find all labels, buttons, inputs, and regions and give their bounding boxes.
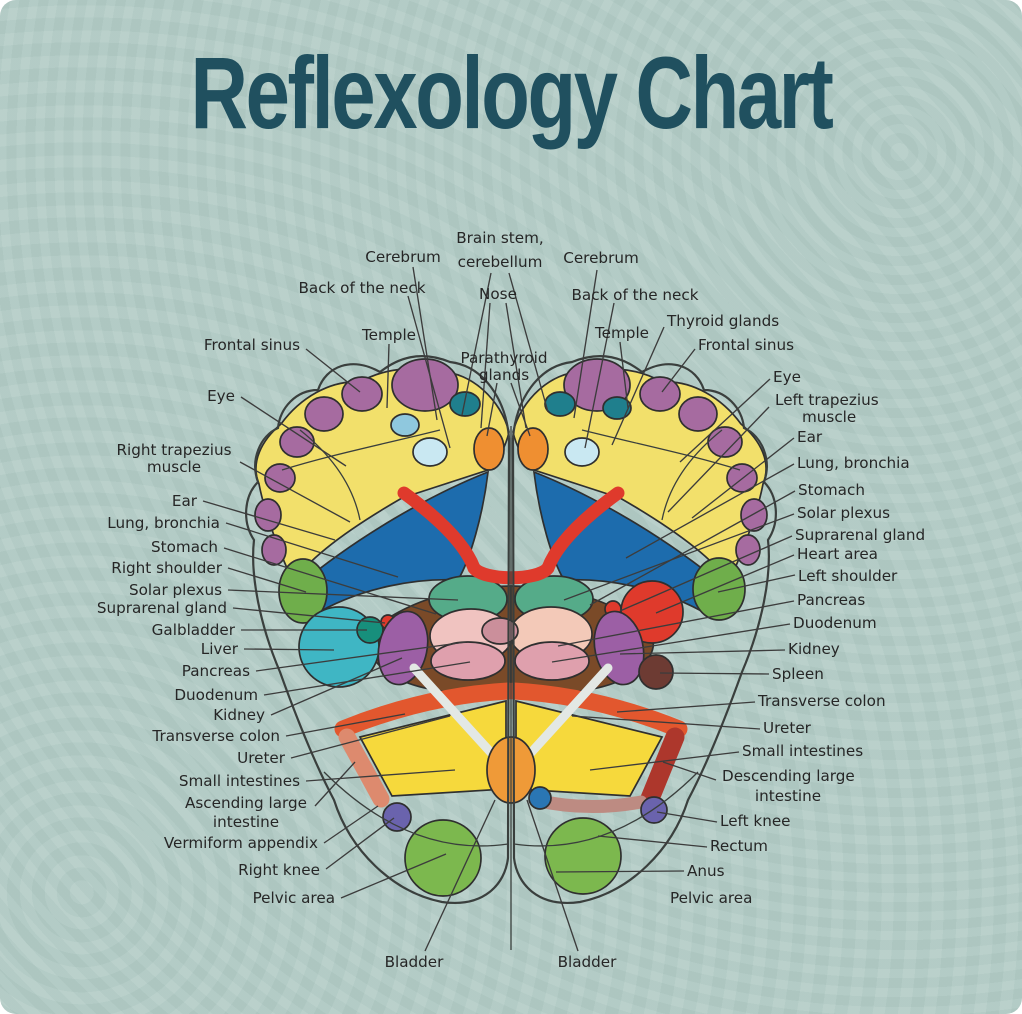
label-left-shoulder: Left shoulder (798, 567, 898, 585)
label-suprarenal-right: Suprarenal gland (795, 526, 925, 544)
label-temple-left: Temple (361, 326, 416, 344)
label-ureter-left: Ureter (237, 749, 286, 767)
label-stomach-left: Stomach (151, 538, 218, 556)
ear-spot-left (412, 437, 448, 467)
eye-spot-teal-left (449, 391, 481, 417)
label-spleen: Spleen (772, 665, 824, 683)
label-lung-bronchia-right: Lung, bronchia (797, 454, 910, 472)
label-parathyroid-line2: glands (479, 366, 529, 384)
label-lung-bronchia-left: Lung, bronchia (107, 514, 220, 532)
label-back-neck-left: Back of the neck (298, 279, 425, 297)
label-bladder-left: Bladder (385, 953, 445, 971)
label-duodenum-left: Duodenum (174, 686, 258, 704)
label-small-intestines-right: Small intestines (742, 742, 863, 760)
label-right-trapezius-line2: muscle (147, 458, 201, 476)
zone-parathyroid-right (517, 427, 549, 471)
label-rectum: Rectum (710, 837, 768, 855)
label-kidney-left: Kidney (213, 706, 265, 724)
zone-rectum-dot (528, 786, 552, 810)
zone-left-knee (640, 796, 668, 824)
zone-ureter-right (523, 663, 613, 761)
page-title: Reflexology Chart (190, 36, 833, 150)
label-descending-line2: intestine (755, 787, 821, 805)
label-left-trapezius-line1: Left trapezius (775, 391, 879, 409)
foot-outline-left (245, 355, 511, 905)
label-transverse-colon-left: Transverse colon (151, 727, 280, 745)
label-thyroid-glands: Thyroid glands (666, 312, 779, 330)
label-brain-stem-line2: cerebellum (458, 253, 543, 271)
label-transverse-colon-right: Transverse colon (757, 692, 886, 710)
label-heart-area: Heart area (797, 545, 878, 563)
label-small-intestines-left: Small intestines (179, 772, 300, 790)
ear-spot-right (564, 437, 600, 467)
label-ureter-right: Ureter (763, 719, 812, 737)
toes-left (254, 358, 459, 566)
label-nose: Nose (479, 285, 517, 303)
zone-pelvic-left (404, 819, 482, 897)
label-ascending-line1: Ascending large (185, 794, 307, 812)
zone-guide-left-2 (281, 429, 441, 471)
label-frontal-sinus-left: Frontal sinus (204, 336, 300, 354)
label-pelvic-area-right: Pelvic area (670, 889, 752, 907)
label-descending-line1: Descending large (722, 767, 855, 785)
zone-right-knee (382, 802, 412, 832)
label-right-knee: Right knee (238, 861, 320, 879)
label-stomach-right: Stomach (798, 481, 865, 499)
zone-spleen (638, 654, 674, 690)
zone-descending-colon (639, 727, 685, 811)
zone-parathyroid-left (473, 427, 505, 471)
label-anus: Anus (687, 862, 725, 880)
label-suprarenal-left: Suprarenal gland (97, 599, 227, 617)
pelvic-arc-left (323, 771, 509, 847)
label-galbladder: Galbladder (152, 621, 236, 639)
label-eye-right: Eye (773, 368, 801, 386)
label-duodenum-right: Duodenum (793, 614, 877, 632)
label-pancreas-right: Pancreas (797, 591, 865, 609)
label-bladder-right: Bladder (558, 953, 618, 971)
pelvic-arc-right (513, 771, 699, 847)
zone-pelvic-right (544, 817, 622, 895)
label-parathyroid-line1: Parathyroid (461, 349, 548, 367)
eye-spot-blue-left (390, 413, 420, 437)
label-brain-stem-line1: Brain stem, (456, 229, 543, 247)
zone-duodenum-left (430, 641, 506, 681)
feet-artwork (245, 355, 777, 950)
zone-transverse-colon-right (505, 682, 688, 738)
leader-lines (202, 266, 796, 952)
label-right-trapezius-line1: Right trapezius (116, 441, 231, 459)
eye-spot-teal-right (602, 396, 632, 420)
zone-guide-right-1 (661, 429, 723, 521)
label-kidney-right: Kidney (788, 640, 840, 658)
label-ear-left: Ear (172, 492, 198, 510)
label-back-neck-right: Back of the neck (571, 286, 698, 304)
label-solar-plexus-right: Solar plexus (797, 504, 890, 522)
label-cerebrum-right: Cerebrum (563, 249, 639, 267)
label-pancreas-left: Pancreas (182, 662, 250, 680)
zone-ascending-colon (338, 728, 390, 808)
label-left-trapezius-line2: muscle (802, 408, 856, 426)
label-left-knee: Left knee (720, 812, 791, 830)
zone-ureter-left (409, 663, 499, 761)
label-frontal-sinus-right: Frontal sinus (698, 336, 794, 354)
label-vermiform-appendix: Vermiform appendix (164, 834, 318, 852)
zone-duodenum-right (514, 641, 590, 681)
label-temple-right: Temple (594, 324, 649, 342)
eye-spot-teal-right-inner (544, 391, 576, 417)
label-eye-left: Eye (207, 387, 235, 405)
zone-guide-right-2 (581, 429, 741, 471)
labels: Cerebrum Brain stem, cerebellum Cerebrum… (97, 229, 925, 971)
label-right-shoulder: Right shoulder (111, 559, 222, 577)
zone-guide-left-1 (299, 429, 361, 521)
label-liver: Liver (201, 640, 239, 658)
label-ascending-line2: intestine (213, 813, 279, 831)
label-pelvic-area-left: Pelvic area (253, 889, 335, 907)
label-solar-plexus-left: Solar plexus (129, 581, 222, 599)
label-cerebrum-left: Cerebrum (365, 248, 441, 266)
label-ear-right: Ear (797, 428, 823, 446)
foot-outline-right (511, 355, 777, 905)
